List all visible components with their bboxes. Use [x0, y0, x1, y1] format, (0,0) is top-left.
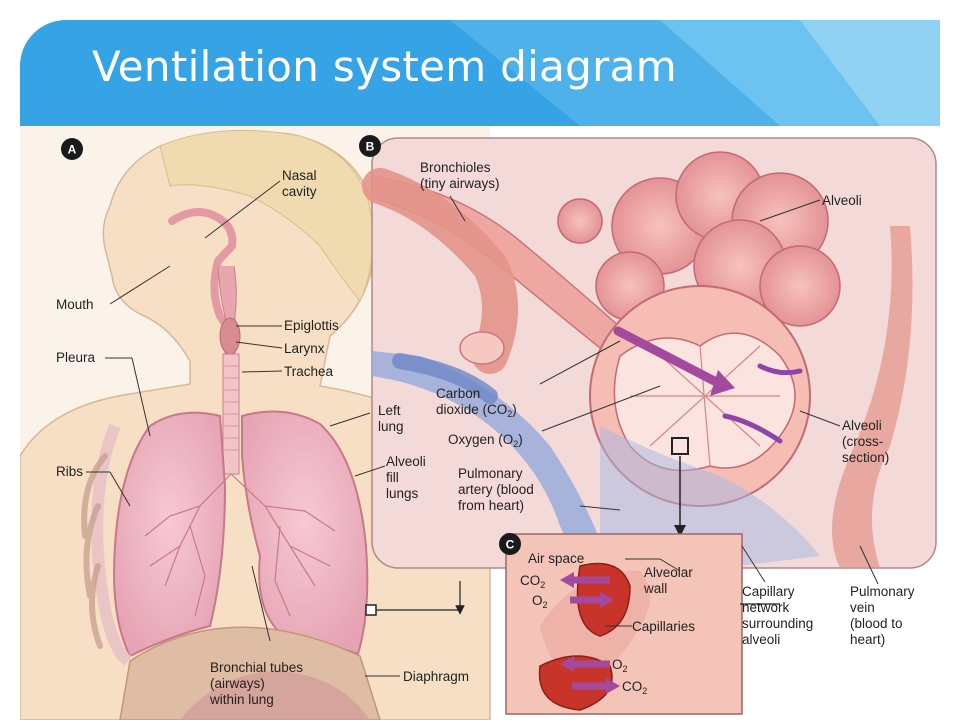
banner-background [20, 20, 940, 126]
title-banner: Ventilation system diagram [20, 20, 940, 126]
label-mouth: Mouth [56, 297, 94, 312]
ribs-shape [81, 453, 108, 649]
label-ribs: Ribs [56, 464, 83, 479]
trachea-rings [223, 365, 239, 451]
label-alveoli: Alveoli [822, 193, 862, 208]
label-epiglottis: Epiglottis [284, 318, 339, 333]
svg-text:B: B [366, 140, 375, 154]
svg-text:C: C [506, 538, 515, 552]
label-carbon-dioxide: Carbon dioxide (CO2) [436, 386, 517, 419]
nasal-airway [168, 208, 237, 335]
badge-b: B [359, 135, 381, 157]
label-larynx: Larynx [284, 341, 325, 356]
label-pleura: Pleura [56, 350, 96, 365]
label-left-lung: Left lung [378, 403, 404, 434]
label-o2-bottom: O2 [612, 657, 628, 674]
label-pulmonary-artery: Pulmonary artery (blood from heart) [458, 466, 538, 513]
label-pulmonary-vein: Pulmonary vein (blood to heart) [850, 584, 918, 647]
pulmonary-vein-shape [832, 226, 913, 568]
hair [159, 129, 374, 302]
right-lung [113, 411, 227, 658]
oxygen-arrowhead [710, 370, 735, 396]
abdomen-shape [180, 671, 370, 720]
larynx-shape [219, 317, 241, 355]
label-co2-top: CO2 [520, 573, 545, 590]
ventilation-diagram: A B C Nasal cavity Mouth Epiglottis Lary… [20, 126, 937, 720]
label-air-space: Air space [528, 551, 584, 566]
label-o2-top: O2 [532, 593, 548, 610]
panel-c [365, 533, 780, 715]
label-oxygen: Oxygen (O2) [448, 432, 523, 449]
badge-a: A [61, 138, 83, 160]
panel-a-zoom-box [365, 604, 377, 616]
label-co2-bottom: CO2 [622, 679, 647, 696]
gas-exchange-arrows [560, 572, 620, 694]
panel-b [362, 137, 937, 569]
bronchiole-opening [459, 331, 505, 365]
left-lung [241, 410, 369, 656]
bronchiole-tube [362, 168, 518, 374]
bronchial-tree [144, 473, 336, 617]
label-trachea: Trachea [284, 364, 334, 379]
co2-arrows [722, 363, 803, 444]
label-alveoli-cross-section: Alveoli (cross- section) [842, 418, 889, 465]
svg-text:A: A [68, 143, 77, 157]
capillary-network-shape [600, 426, 820, 568]
label-nasal-cavity: Nasal cavity [282, 168, 320, 199]
artery-branch [392, 353, 498, 404]
label-capillary-network: Capillary network surrounding alveoli [742, 584, 817, 647]
zoom-box [671, 437, 689, 455]
label-alveoli-fill-lungs: Alveoli fill lungs [386, 454, 430, 501]
label-diaphragm: Diaphragm [403, 669, 469, 684]
leader-lines [86, 180, 879, 677]
slide-title: Ventilation system diagram [92, 42, 677, 91]
label-bronchioles: Bronchioles (tiny airways) [420, 160, 500, 191]
label-bronchial-tubes: Bronchial tubes (airways) within lung [209, 660, 307, 707]
badge-c: C [499, 533, 521, 555]
label-alveolar-wall: Alveolar wall [643, 565, 697, 596]
label-capillaries: Capillaries [632, 619, 695, 634]
oxygen-arrow-shaft [613, 326, 725, 389]
